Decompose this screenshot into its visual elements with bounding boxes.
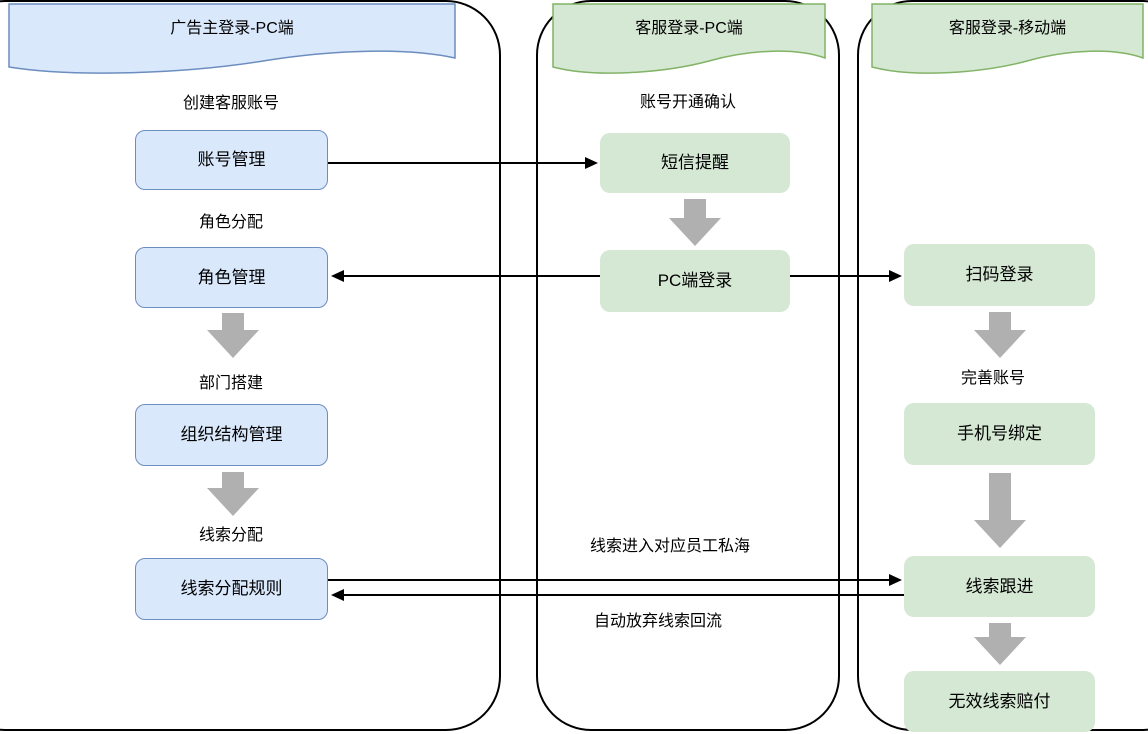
node-label: 无效线索赔付 xyxy=(948,691,1051,711)
node-role-management: 角色管理 xyxy=(135,247,328,308)
document-shape-icon xyxy=(871,3,1144,74)
edge-pclogin-to-scan xyxy=(790,275,889,277)
node-phone-binding: 手机号绑定 xyxy=(904,403,1095,465)
stage-label-department-build: 部门搭建 xyxy=(198,375,263,392)
lane-cs-mobile xyxy=(857,0,1148,731)
arrowhead-left-icon xyxy=(331,589,344,601)
node-label: 线索分配规则 xyxy=(180,579,283,598)
node-lead-followup: 线索跟进 xyxy=(904,556,1095,617)
stage-label-account-open-confirm: 账号开通确认 xyxy=(639,94,736,111)
document-shape-icon xyxy=(552,3,826,74)
arrowhead-right-icon xyxy=(585,157,598,169)
node-label: 线索跟进 xyxy=(965,576,1034,596)
stage-label-complete-account: 完善账号 xyxy=(960,370,1025,387)
edge-account-to-sms xyxy=(328,162,586,164)
node-label: 角色管理 xyxy=(197,267,266,287)
edge-rules-to-followup xyxy=(328,579,889,581)
flow-arrow-down-icon xyxy=(974,473,1026,548)
stage-label-role-assignment: 角色分配 xyxy=(198,214,263,231)
stage-label-create-cs-account: 创建客服账号 xyxy=(182,95,279,112)
flow-arrow-down-icon xyxy=(207,472,259,516)
flow-arrow-down-icon xyxy=(974,312,1026,358)
node-scan-login: 扫码登录 xyxy=(904,244,1095,306)
node-label: 短信提醒 xyxy=(661,153,729,172)
edge-followup-to-rules xyxy=(344,594,904,596)
lane-title-cs-pc: 客服登录-PC端 xyxy=(635,20,743,37)
flow-arrow-down-icon xyxy=(669,199,721,246)
lane-title-advertiser-pc: 广告主登录-PC端 xyxy=(170,20,294,37)
node-label: 组织结构管理 xyxy=(180,425,283,444)
node-label: PC端登录 xyxy=(657,271,733,290)
arrowhead-left-icon xyxy=(331,270,344,282)
document-shape-icon xyxy=(8,3,456,74)
edge-label-private-sea: 线索进入对应员工私海 xyxy=(589,538,750,555)
node-org-structure-management: 组织结构管理 xyxy=(135,404,328,466)
node-label: 手机号绑定 xyxy=(957,424,1042,443)
arrowhead-right-icon xyxy=(889,574,902,586)
flow-arrow-down-icon xyxy=(207,313,259,358)
node-lead-assignment-rules: 线索分配规则 xyxy=(135,558,328,620)
lane-cs-pc xyxy=(536,0,840,731)
banner-advertiser-pc: 广告主登录-PC端 xyxy=(8,3,456,81)
stage-label-lead-assignment: 线索分配 xyxy=(198,527,263,544)
flow-arrow-down-icon xyxy=(974,623,1026,665)
node-label: 扫码登录 xyxy=(965,265,1034,284)
node-invalid-lead-compensation: 无效线索赔付 xyxy=(904,671,1095,732)
banner-cs-pc: 客服登录-PC端 xyxy=(552,3,826,81)
node-label: 账号管理 xyxy=(197,150,266,169)
lane-title-cs-mobile: 客服登录-移动端 xyxy=(948,20,1067,37)
banner-cs-mobile: 客服登录-移动端 xyxy=(871,3,1144,81)
edge-label-auto-return: 自动放弃线索回流 xyxy=(593,613,722,630)
edge-pclogin-to-role xyxy=(344,275,600,277)
node-pc-login: PC端登录 xyxy=(600,250,790,312)
arrowhead-right-icon xyxy=(889,270,902,282)
node-sms-reminder: 短信提醒 xyxy=(600,133,790,193)
node-account-management: 账号管理 xyxy=(135,130,328,190)
